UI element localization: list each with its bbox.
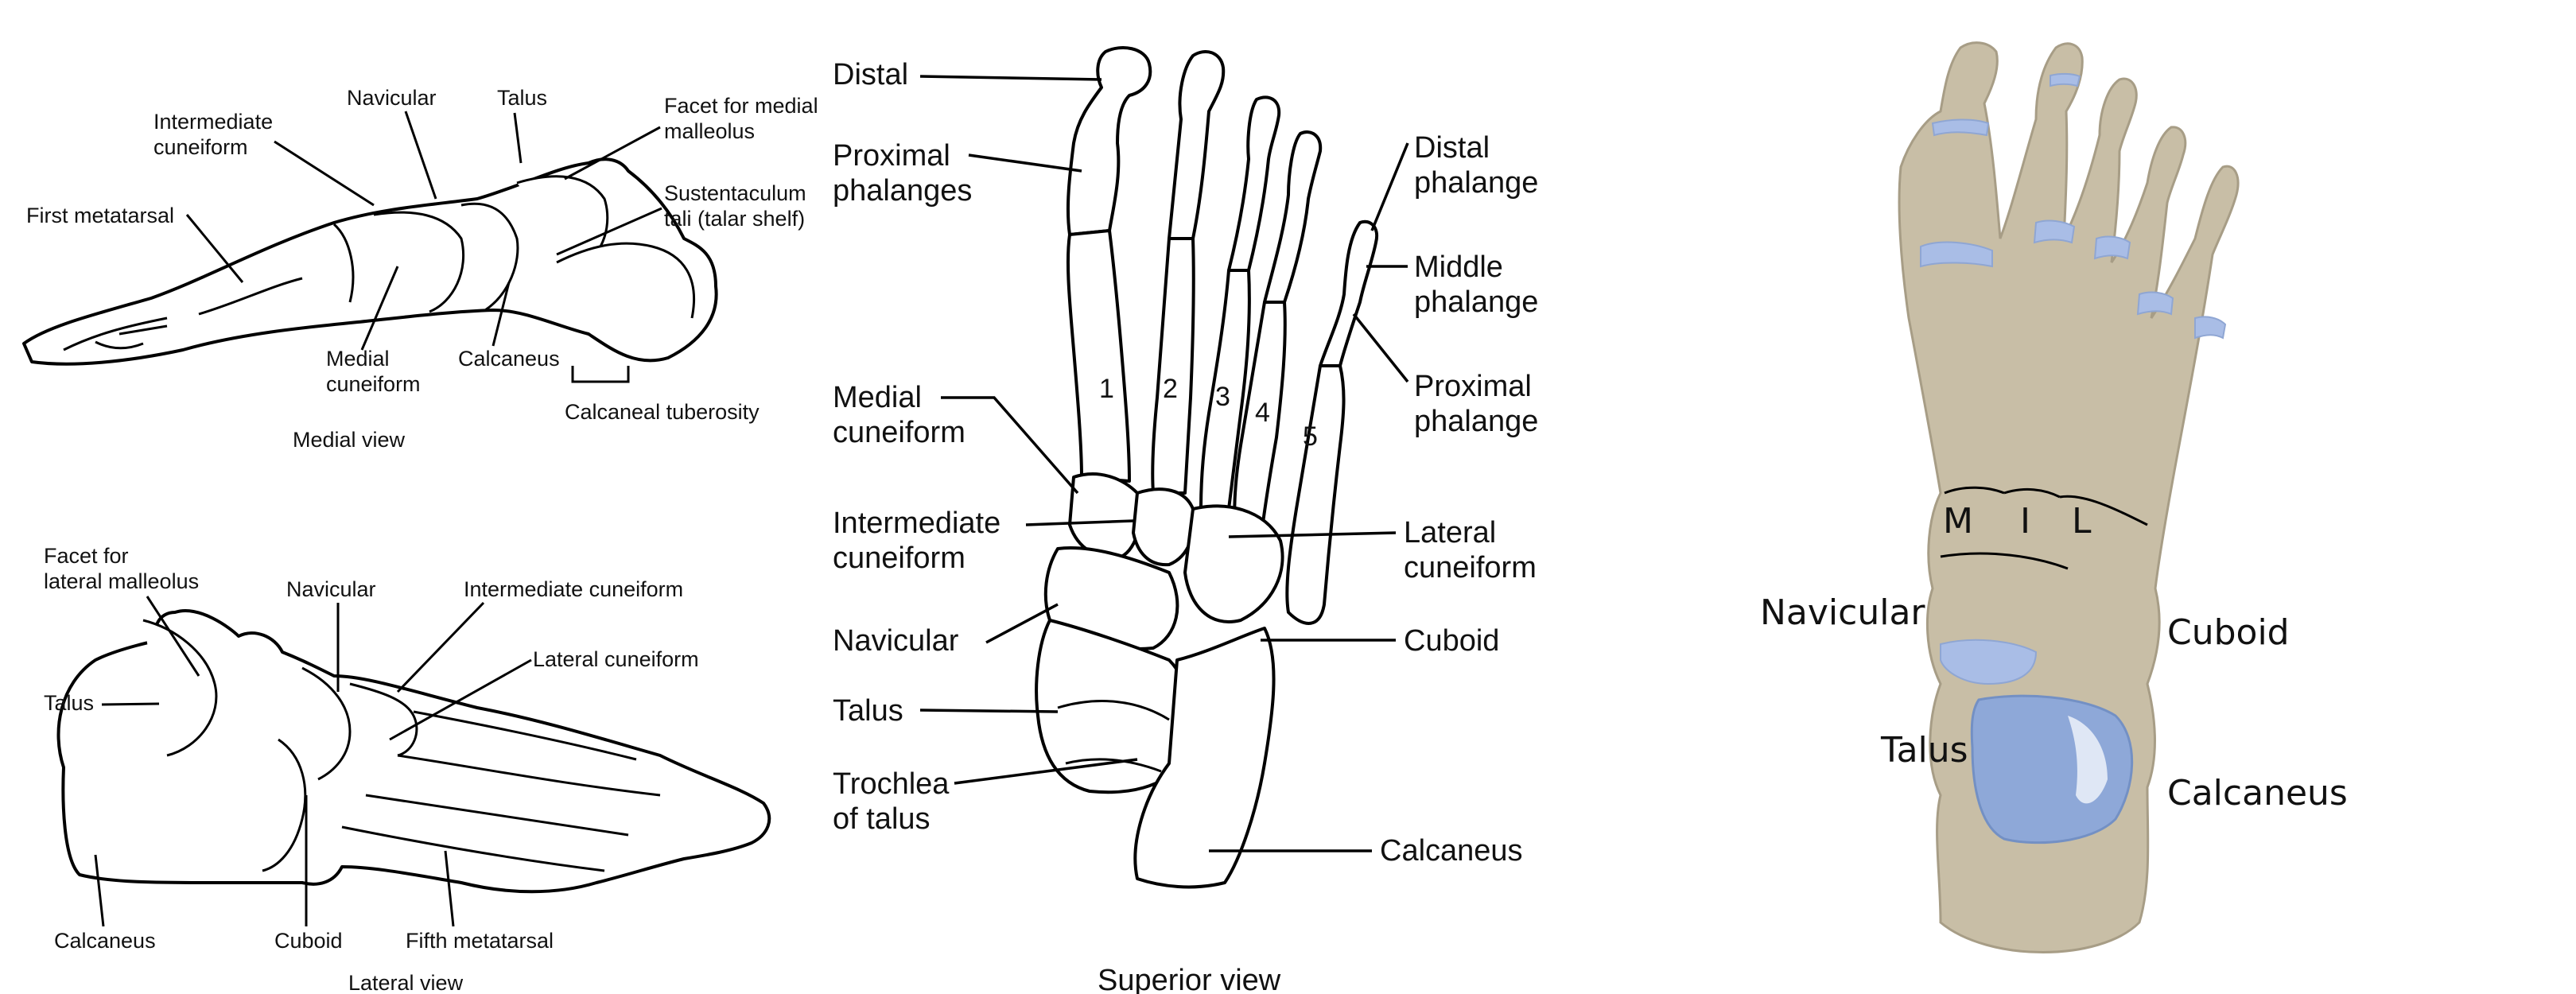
medial-view-title: Medial view (293, 428, 406, 452)
colored-foot-drawing (1898, 41, 2240, 953)
superior-view-title: Superior view (1098, 964, 1281, 994)
lateral-view-title: Lateral view (348, 971, 464, 994)
metatarsal-number-4: 4 (1255, 398, 1270, 428)
medial-talus-label: Talus (497, 86, 547, 110)
superior-distal-label: Distal (833, 58, 908, 91)
colored-intermediate-cuneiform-label: I (2020, 501, 2030, 542)
medial-calcaneus-label: Calcaneus (458, 347, 560, 371)
lateral-cuboid-label: Cuboid (274, 929, 343, 953)
medial-first-metatarsal-label: First metatarsal (26, 204, 174, 227)
colored-navicular-label: Navicular (1760, 592, 1925, 633)
metatarsal-number-3: 3 (1215, 382, 1230, 412)
colored-lateral-cuneiform-label: L (2072, 501, 2092, 542)
metatarsal-number-1: 1 (1099, 374, 1114, 404)
colored-talus-label: Talus (1880, 730, 1968, 771)
lateral-talus-label: Talus (44, 691, 94, 715)
metatarsal-number-2: 2 (1163, 374, 1178, 404)
colored-cuboid-label: Cuboid (2167, 612, 2290, 653)
colored-foot-panel: M I L Navicular Cuboid Talus Calcaneus (1760, 41, 2348, 953)
medial-calcaneal-tuberosity-label: Calcaneal tuberosity (565, 400, 760, 424)
lateral-intermediate-cuneiform-label: Intermediate cuneiform (464, 577, 683, 601)
lateral-fifth-metatarsal-label: Fifth metatarsal (406, 929, 554, 953)
lateral-foot-drawing (56, 609, 771, 894)
colored-calcaneus-label: Calcaneus (2167, 773, 2348, 813)
medial-navicular-label: Navicular (347, 86, 437, 110)
lateral-lateral-cuneiform-label: Lateral cuneiform (533, 647, 699, 671)
superior-navicular-label: Navicular (833, 624, 959, 658)
metatarsal-number-5: 5 (1303, 421, 1318, 452)
superior-foot-drawing (1035, 46, 1379, 889)
medial-foot-drawing (22, 157, 718, 366)
colored-medial-cuneiform-label: M (1943, 501, 1973, 542)
superior-cuboid-label: Cuboid (1404, 624, 1499, 658)
superior-leader-lines (919, 75, 1409, 852)
lateral-leader-lines (94, 596, 532, 927)
lateral-calcaneus-label: Calcaneus (54, 929, 156, 953)
superior-talus-label: Talus (833, 694, 903, 728)
lateral-navicular-label: Navicular (286, 577, 376, 601)
medial-leader-lines (185, 111, 662, 383)
superior-calcaneus-label: Calcaneus (1380, 834, 1523, 868)
